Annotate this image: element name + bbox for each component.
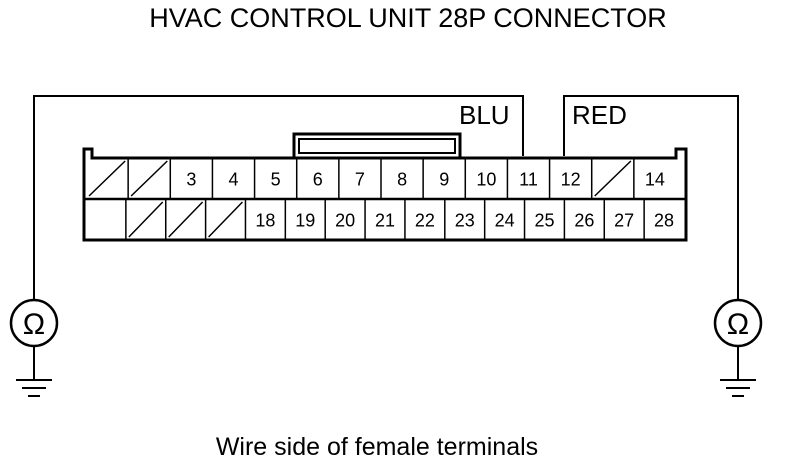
empty-cavity-slash <box>88 160 126 197</box>
right-ground-icon <box>720 379 756 397</box>
terminal-number-22: 22 <box>415 211 435 231</box>
terminal-cavity: 3 <box>169 158 196 199</box>
terminal-number-10: 10 <box>476 170 496 190</box>
terminal-cavity-empty <box>125 199 164 240</box>
terminal-number-11: 11 <box>519 170 538 190</box>
connector-top-row: 3 4 5 6 7 8 9 10 11 12 14 <box>88 158 665 199</box>
terminal-number-20: 20 <box>335 211 355 231</box>
terminal-number-19: 19 <box>295 211 315 231</box>
terminal-cavity-empty <box>127 158 168 199</box>
terminal-cavity: 6 <box>295 158 323 199</box>
terminal-number-4: 4 <box>228 170 238 190</box>
empty-cavity-slash <box>208 201 244 238</box>
terminal-number-25: 25 <box>534 211 554 231</box>
terminal-cavity: 28 <box>643 199 674 240</box>
terminal-number-8: 8 <box>397 170 407 190</box>
red-wire <box>563 95 739 300</box>
terminal-cavity: 8 <box>380 158 407 199</box>
terminal-cavity: 12 <box>548 158 581 199</box>
terminal-cavity: 19 <box>284 199 315 240</box>
connector-body <box>82 132 688 242</box>
connector-housing <box>82 147 688 242</box>
terminal-number-12: 12 <box>561 170 581 190</box>
terminal-number-3: 3 <box>186 170 196 190</box>
terminal-number-6: 6 <box>313 170 323 190</box>
terminal-cavity-empty <box>88 160 126 197</box>
terminal-number-7: 7 <box>355 170 365 190</box>
terminal-cavity: 21 <box>364 199 395 240</box>
terminal-cavity: 20 <box>324 199 355 240</box>
terminal-number-9: 9 <box>439 170 449 190</box>
diagram-caption: Wire side of female terminals <box>216 433 538 461</box>
terminal-cavity: 24 <box>483 199 515 240</box>
wires <box>33 95 739 300</box>
left-ground-icon <box>16 379 52 397</box>
terminal-number-23: 23 <box>455 211 475 231</box>
terminal-number-18: 18 <box>255 211 275 231</box>
terminal-cavity: 11 <box>506 158 538 199</box>
left-ohm-symbol: Ω <box>23 308 45 341</box>
blu-wire-label: BLU <box>459 100 510 130</box>
terminal-cavity: 25 <box>523 199 554 240</box>
terminal-cavity-empty <box>204 199 244 240</box>
diagram-title: HVAC CONTROL UNIT 28P CONNECTOR <box>149 3 667 33</box>
blu-wire <box>33 95 524 300</box>
locking-tab-inner <box>298 138 456 154</box>
terminal-cavity: 7 <box>338 158 365 199</box>
terminal-number-26: 26 <box>574 211 594 231</box>
terminal-number-5: 5 <box>271 170 281 190</box>
terminal-cavity: 10 <box>464 158 496 199</box>
empty-cavity-slash <box>594 160 632 197</box>
terminal-cavity: 14 <box>633 158 665 199</box>
left-ohmmeter: Ω <box>9 298 59 397</box>
terminal-cavity: 26 <box>563 199 594 240</box>
terminal-cavity-empty <box>164 199 204 240</box>
red-wire-label: RED <box>572 100 627 130</box>
terminal-cavity: 18 <box>244 199 275 240</box>
terminal-number-21: 21 <box>375 211 395 231</box>
terminal-number-27: 27 <box>614 211 634 231</box>
locking-tab <box>292 132 462 160</box>
terminal-cavity: 9 <box>422 158 449 199</box>
right-ohm-symbol: Ω <box>727 308 749 341</box>
empty-cavity-slash <box>130 160 168 197</box>
empty-cavity-slash <box>128 201 164 238</box>
terminal-cavity: 5 <box>253 158 281 199</box>
terminal-cavity: 4 <box>211 158 239 199</box>
empty-cavity-slash <box>168 201 204 238</box>
terminal-number-24: 24 <box>495 211 515 231</box>
connector-bottom-row: 18 19 20 21 22 23 24 25 26 27 28 <box>125 199 674 240</box>
terminal-number-28: 28 <box>654 211 674 231</box>
terminal-cavity: 22 <box>404 199 435 240</box>
terminal-cavity-empty <box>590 158 632 199</box>
right-ohmmeter: Ω <box>713 298 763 397</box>
terminal-cavity: 27 <box>603 199 634 240</box>
terminal-cavity: 23 <box>444 199 475 240</box>
terminal-number-14: 14 <box>645 170 665 190</box>
